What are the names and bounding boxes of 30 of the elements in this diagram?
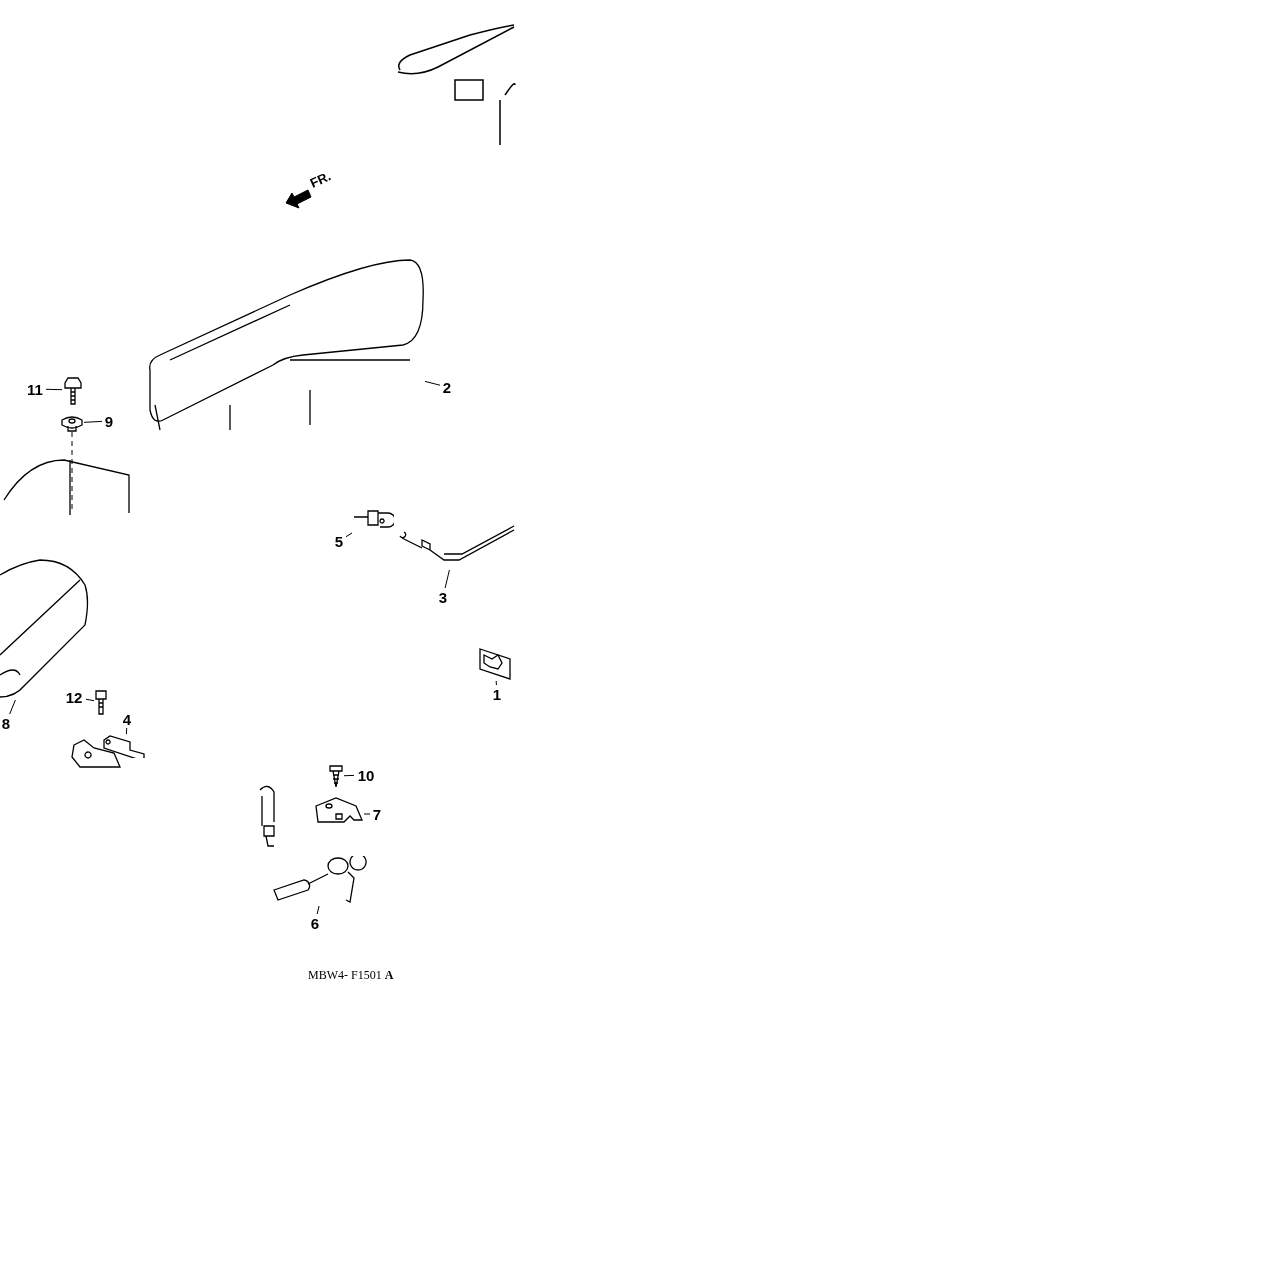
callout-number: 11 (24, 380, 46, 398)
bolt-drawing (62, 374, 84, 406)
callout-number: 2 (440, 378, 454, 396)
callout-number: 5 (332, 532, 346, 550)
callout-number: 12 (62, 688, 86, 706)
leader-line (495, 680, 497, 686)
leader-line (85, 698, 95, 702)
leader-line (444, 569, 450, 589)
callout-number: 8 (0, 714, 12, 732)
leader-line (9, 699, 16, 715)
bolt-drawing (94, 688, 108, 716)
leader-line (343, 774, 355, 777)
leader-line (125, 727, 128, 735)
washer-drawing (60, 414, 84, 432)
leader-line (424, 380, 441, 386)
callout-number: 3 (436, 588, 450, 606)
leader-line (45, 388, 63, 391)
direction-label: FR. (306, 167, 335, 193)
callout-number: 7 (370, 805, 384, 823)
figure-code: MBW4- F1501 A (308, 967, 394, 984)
leader-line (316, 905, 320, 915)
leader-line (345, 532, 353, 538)
callout-number: 9 (102, 412, 116, 430)
screw-drawing (328, 762, 344, 790)
leader-line (83, 420, 103, 423)
callout-number: 1 (490, 685, 504, 703)
callout-number: 4 (120, 710, 134, 728)
leader-line (363, 813, 371, 815)
callout-number: 6 (308, 914, 322, 932)
callout-number: 10 (354, 766, 378, 784)
